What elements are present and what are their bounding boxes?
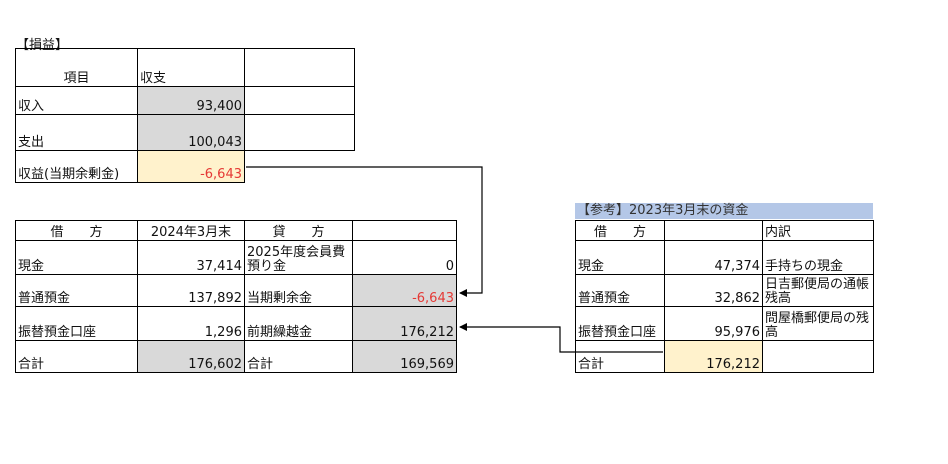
pl-row-value: 93,400 [137,86,245,115]
ref-row-value: 47,374 [664,240,763,275]
bs-credit-label: 2025年度会員費預り金 [244,240,353,275]
bs-credit-label: 当期剰余金 [244,274,353,307]
ref-row-value: 32,862 [664,274,763,307]
pl-table: 項目 収支 収入 93,400 支出 100,043 収益(当期余剰金) -6,… [15,48,355,183]
pl-header-col: 収支 [137,48,245,87]
pl-row: 収益(当期余剰金) -6,643 [15,150,355,183]
bs-total-debit-label: 合計 [15,340,138,373]
carryover-link-arrow [459,323,663,353]
bs-credit-value: 0 [352,240,457,275]
ref-row: 普通預金 32,862 日吉郵便局の通帳残高 [575,274,874,307]
bs-row: 普通預金 137,892 当期剰余金 -6,643 [15,274,457,307]
ref-total-label: 合計 [575,340,665,373]
bs-total-credit-label: 合計 [244,340,353,373]
pl-row: 支出 100,043 [15,114,355,151]
pl-header-row: 項目 収支 [15,48,355,87]
ref-total-value: 176,212 [664,340,763,373]
ref-table: 借 方 内訳 現金 47,374 手持ちの現金 普通預金 32,862 日吉郵便… [575,220,874,373]
pl-row-label: 収益(当期余剰金) [15,150,138,183]
pl-row-empty [244,114,355,151]
bs-header-row: 借 方 2024年3月末 貸 方 [15,220,457,241]
pl-surplus-value: -6,643 [137,150,245,183]
pl-row-empty [244,86,355,115]
ref-title: 【参考】2023年3月末の資金 [575,203,873,219]
bs-debit-label: 現金 [15,240,138,275]
ref-header-row: 借 方 内訳 [575,220,874,241]
ref-total-row: 合計 176,212 [575,340,874,373]
bs-debit-value: 1,296 [137,306,245,341]
pl-header-empty [244,48,355,87]
bs-total-credit-value: 169,569 [352,340,457,373]
pl-header-item: 項目 [15,48,138,87]
surplus-link-arrow [246,166,483,297]
bs-total-row: 合計 176,602 合計 169,569 [15,340,457,373]
pl-row: 収入 93,400 [15,86,355,115]
ref-header-debit: 借 方 [575,220,665,241]
bs-current-surplus-value: -6,643 [352,274,457,307]
bs-total-debit-value: 176,602 [137,340,245,373]
pl-row-label: 収入 [15,86,138,115]
bs-carryover-value: 176,212 [352,306,457,341]
bs-row: 現金 37,414 2025年度会員費預り金 0 [15,240,457,275]
ref-row-note: 問屋橋郵便局の残高 [762,306,874,341]
ref-row-note: 手持ちの現金 [762,240,874,275]
bs-table: 借 方 2024年3月末 貸 方 現金 37,414 2025年度会員費預り金 … [15,220,457,373]
ref-total-empty [762,340,874,373]
bs-debit-label: 普通預金 [15,274,138,307]
ref-row-label: 普通預金 [575,274,665,307]
